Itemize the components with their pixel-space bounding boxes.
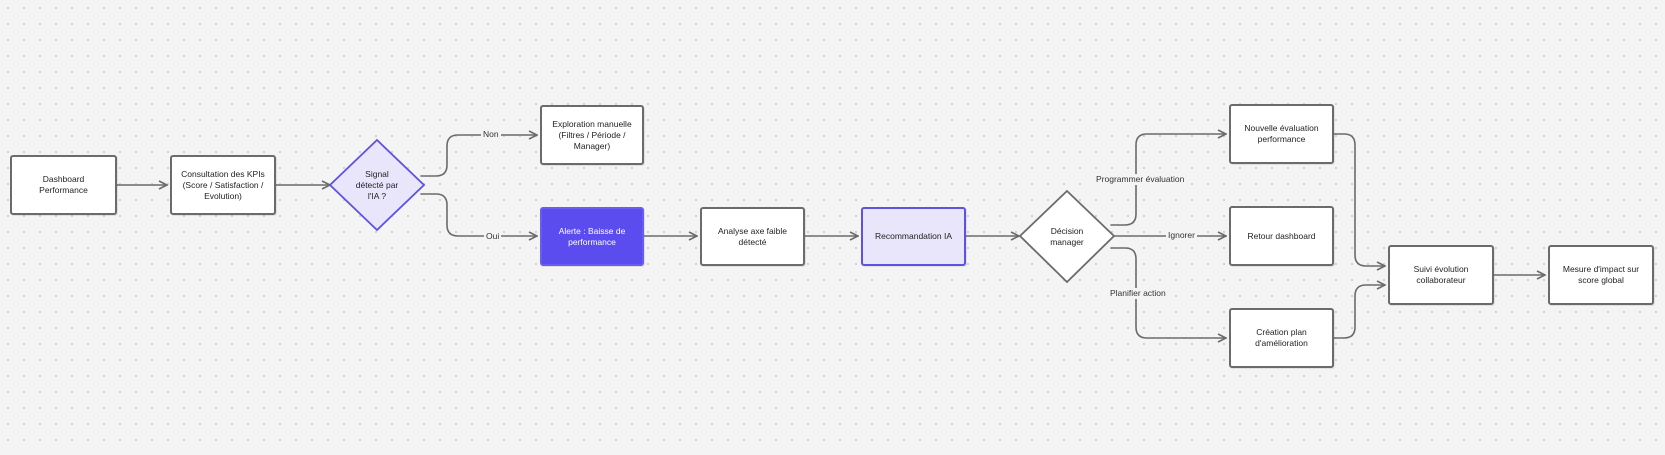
node-retour-dashboard[interactable]: Retour dashboard [1229, 206, 1334, 266]
edge-label-programmer-evaluation: Programmer évaluation [1094, 174, 1187, 185]
edge-signal-exploration [420, 135, 537, 177]
edge-label-oui: Oui [484, 231, 502, 242]
decision-diamond [1018, 189, 1116, 284]
node-dashboard-performance[interactable]: Dashboard Performance [10, 155, 117, 215]
edge-label-non: Non [481, 129, 501, 140]
node-decision-manager[interactable]: Décision manager [1050, 226, 1084, 247]
node-alerte-baisse[interactable]: Alerte : Baisse de performance [540, 207, 644, 266]
node-signal-ia[interactable]: Signal détecté par l'IA ? [355, 168, 399, 201]
edge-nouvelle-suivi [1333, 133, 1385, 266]
node-suivi-evolution[interactable]: Suivi évolution collaborateur [1388, 245, 1494, 305]
edge-creation-suivi [1333, 285, 1385, 339]
edge-label-ignorer: Ignorer [1166, 230, 1197, 241]
node-analyse-axe-faible[interactable]: Analyse axe faible détecté [700, 207, 805, 266]
edge-signal-alerte [420, 193, 537, 236]
node-mesure-impact[interactable]: Mesure d'impact sur score global [1548, 245, 1654, 305]
signal-diamond [328, 138, 426, 232]
node-recommandation-ia[interactable]: Recommandation IA [861, 207, 966, 266]
node-consultation-kpis[interactable]: Consultation des KPIs (Score / Satisfact… [170, 155, 276, 215]
node-exploration-manuelle[interactable]: Exploration manuelle (Filtres / Période … [540, 105, 644, 165]
edge-label-planifier-action: Planifier action [1108, 288, 1168, 299]
node-nouvelle-evaluation[interactable]: Nouvelle évaluation performance [1229, 104, 1334, 164]
node-creation-plan[interactable]: Création plan d'amélioration [1229, 308, 1334, 368]
